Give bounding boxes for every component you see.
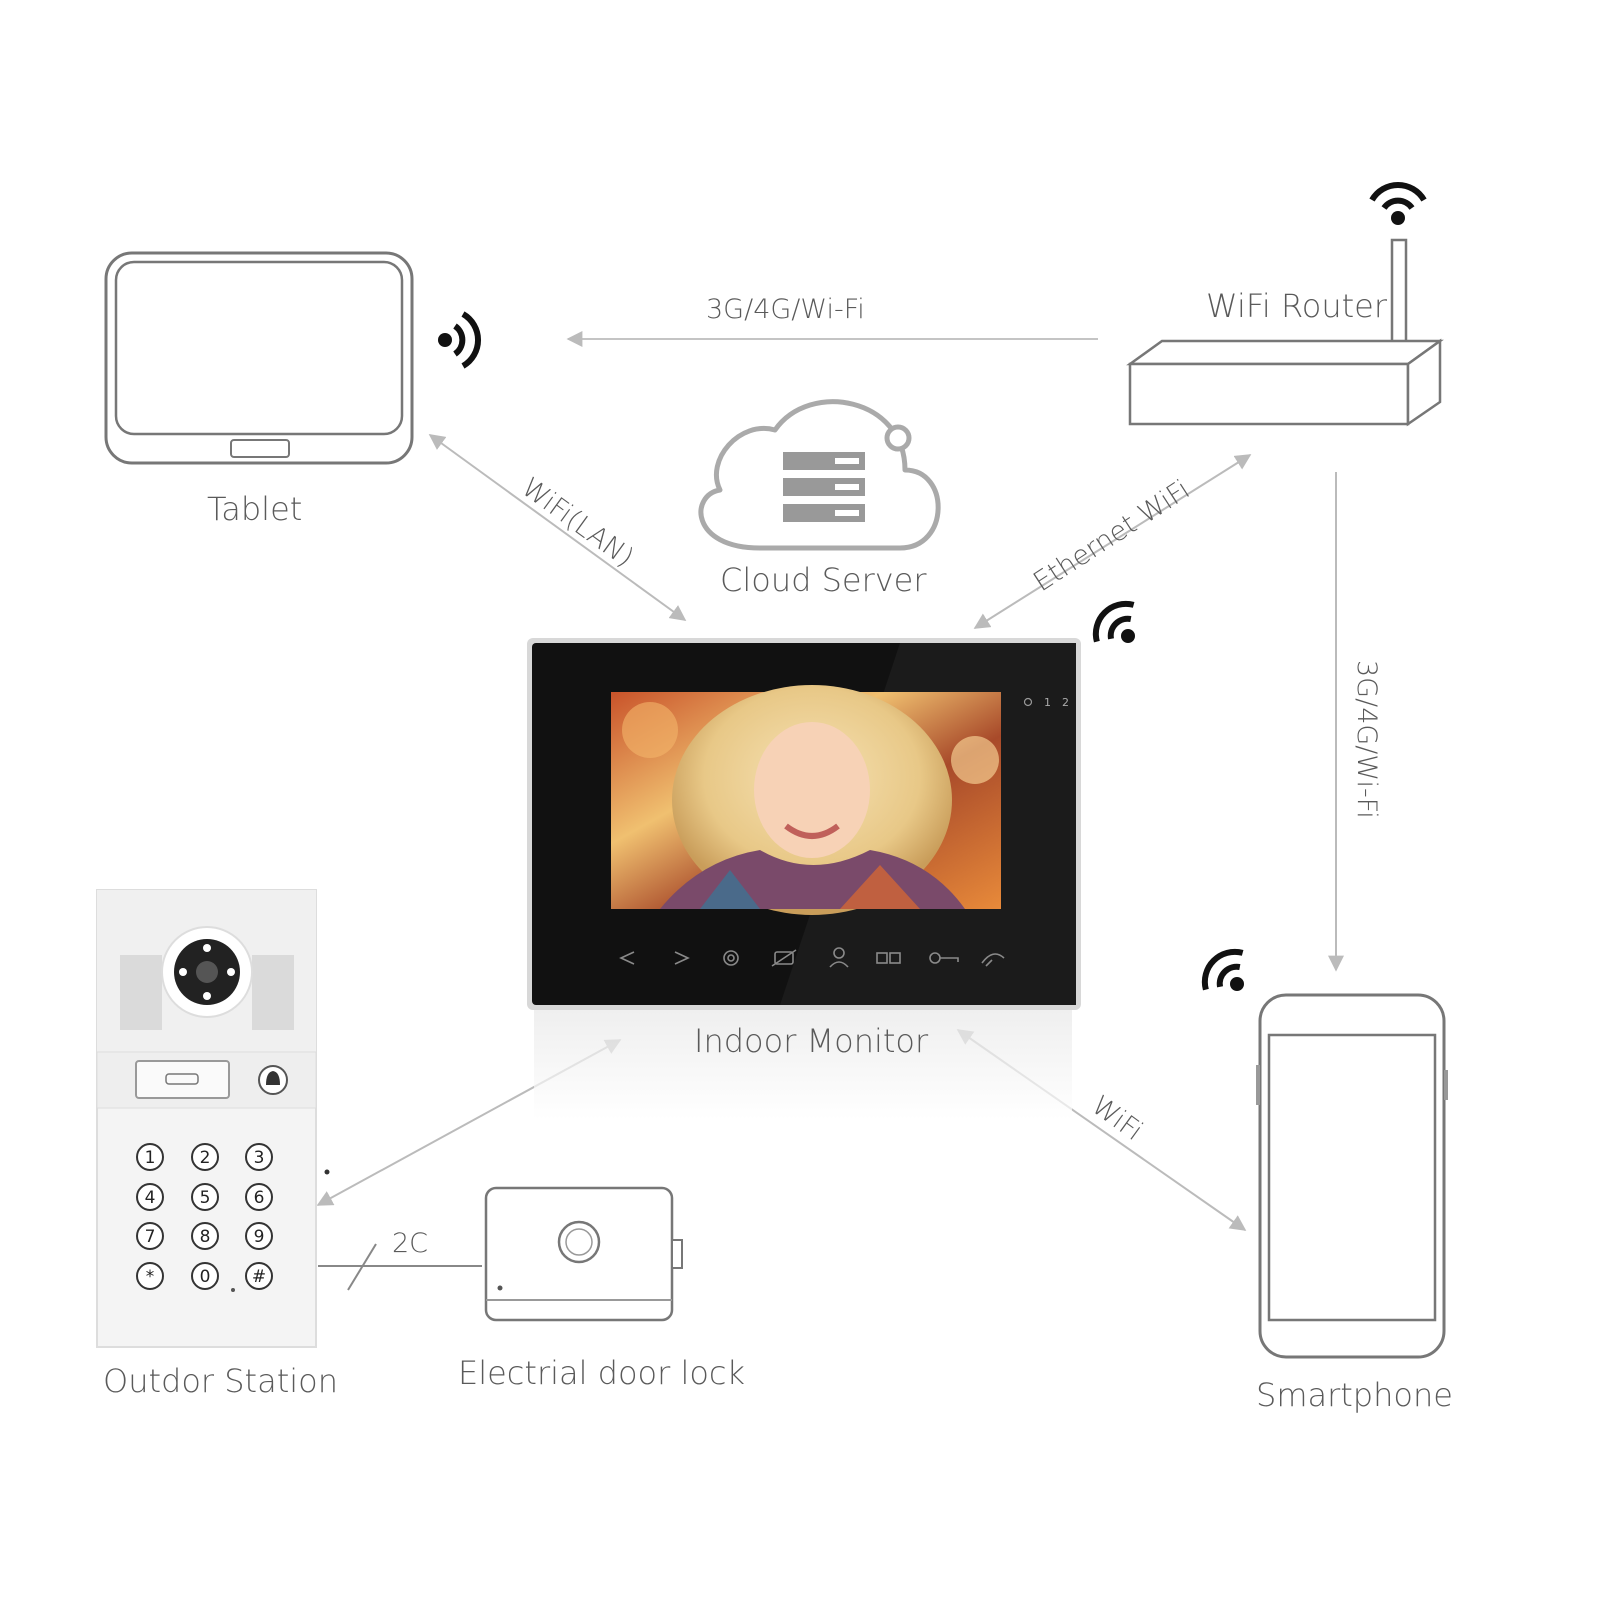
monitor-label: Indoor Monitor (694, 1022, 929, 1060)
forward-icon[interactable] (674, 951, 690, 965)
hangup-icon[interactable] (981, 953, 1005, 967)
wifi-signal-icon (1201, 948, 1244, 991)
photos-icon[interactable] (876, 952, 901, 964)
keypad-key-label: 6 (254, 1188, 265, 1208)
keypad-key[interactable]: 5 (191, 1183, 219, 1211)
keypad-key-label: 1 (145, 1148, 156, 1168)
keypad-key-label: 8 (200, 1227, 211, 1247)
monitor-icon[interactable] (771, 949, 797, 967)
nameplate (135, 1060, 230, 1099)
cloud-label: Cloud Server (720, 561, 927, 599)
indicator-2: 2 (1062, 696, 1069, 709)
keypad-key-label: 7 (145, 1227, 156, 1247)
keypad-key[interactable]: * (136, 1262, 164, 1290)
keypad-key[interactable]: 6 (245, 1183, 273, 1211)
tablet-label: Tablet (207, 490, 303, 528)
camera-icon (161, 926, 253, 1018)
intercom-icon[interactable] (829, 947, 849, 968)
wifi-signal-icon (1369, 181, 1427, 225)
keypad-key-label: 3 (254, 1148, 265, 1168)
keypad-key-label: 0 (200, 1267, 211, 1287)
indoor-monitor-device: 1 2 (527, 638, 1081, 1120)
router-label: WiFi Router (1206, 287, 1388, 325)
tablet-device (104, 251, 414, 465)
keypad-key[interactable]: 8 (191, 1222, 219, 1250)
link-tablet-monitor (428, 434, 687, 621)
keypad-key-label: 5 (200, 1188, 211, 1208)
keypad-key-label: * (146, 1267, 155, 1287)
phone-label: Smartphone (1256, 1376, 1453, 1414)
link-router-monitor (973, 454, 1252, 629)
link-outdoor-lock (318, 1243, 482, 1291)
monitor-screen (611, 685, 1001, 915)
keypad-key[interactable]: # (245, 1262, 273, 1290)
keypad-key-label: # (252, 1267, 266, 1287)
outdoor-station-device: 1 2 3 4 5 6 7 8 9 * 0 # (96, 889, 330, 1348)
unlock-key-icon[interactable] (929, 952, 959, 964)
wifi-signal-icon (1092, 600, 1135, 643)
link-label-router-tablet: 3G/4G/Wi-Fi (706, 294, 865, 325)
keypad-key-label: 4 (145, 1188, 156, 1208)
lock-label: Electrial door lock (458, 1354, 746, 1392)
back-icon[interactable] (619, 951, 635, 965)
keypad-key[interactable]: 0 (191, 1262, 219, 1290)
server-rack-icon (783, 452, 865, 522)
indicator-1: 1 (1044, 696, 1051, 709)
keypad-key[interactable]: 4 (136, 1183, 164, 1211)
keypad-key[interactable]: 1 (136, 1143, 164, 1171)
cloud-server-device (698, 399, 941, 551)
bell-icon[interactable] (258, 1065, 288, 1095)
wifi-signal-icon (438, 311, 482, 369)
outdoor-label: Outdor Station (103, 1362, 338, 1400)
keypad[interactable]: 1 2 3 4 5 6 7 8 9 * 0 # (136, 1143, 273, 1290)
keypad-key[interactable]: 3 (245, 1143, 273, 1171)
settings-icon[interactable] (723, 950, 739, 966)
keypad-key-label: 9 (254, 1227, 265, 1247)
door-lock-device (484, 1186, 683, 1322)
router-device (1126, 238, 1444, 427)
keypad-key[interactable]: 7 (136, 1222, 164, 1250)
keypad-key[interactable]: 2 (191, 1143, 219, 1171)
power-indicator-icon (1023, 697, 1033, 707)
link-label-outdoor-lock: 2C (392, 1228, 429, 1259)
keypad-key[interactable]: 9 (245, 1222, 273, 1250)
link-label-router-phone: 3G/4G/Wi-Fi (1351, 660, 1382, 819)
keypad-key-label: 2 (200, 1148, 211, 1168)
smartphone-device (1256, 993, 1448, 1359)
